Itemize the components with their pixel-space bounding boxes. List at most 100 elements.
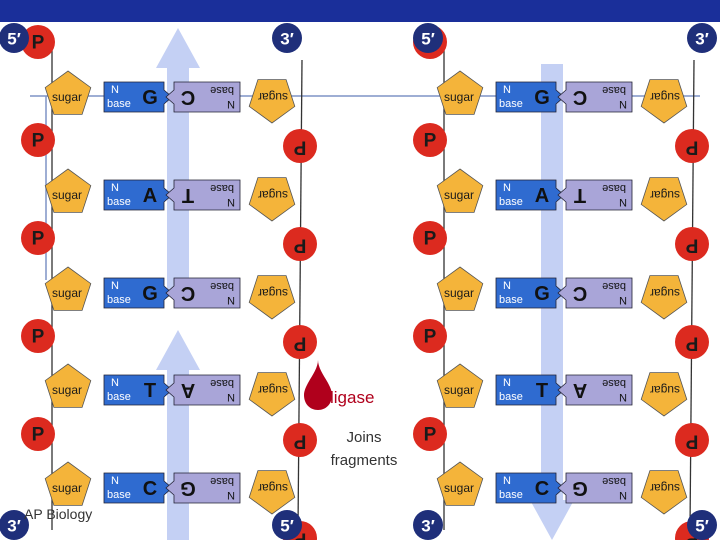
base-left bbox=[103, 179, 173, 211]
phosphate-label: P bbox=[32, 327, 45, 348]
base-word-label: base bbox=[210, 182, 234, 194]
footer-label: AP Biology bbox=[24, 506, 93, 522]
left-base-letter: A bbox=[535, 185, 549, 207]
ligase-label: ligase bbox=[330, 388, 375, 407]
base-word-label: base bbox=[107, 489, 131, 501]
base-n-label: N bbox=[111, 182, 119, 194]
end-badge-3-top-right-label: 3′ bbox=[695, 30, 709, 49]
phosphate-right bbox=[283, 423, 317, 457]
base-left bbox=[103, 472, 173, 504]
left-base-letter: C bbox=[535, 478, 549, 500]
sugar-label: sugar bbox=[444, 286, 474, 300]
phosphate-left bbox=[413, 221, 447, 255]
right-base-letter: T bbox=[182, 184, 194, 206]
left-base-letter: G bbox=[534, 87, 550, 109]
sugar-left bbox=[436, 266, 484, 311]
phosphate-right bbox=[675, 227, 709, 261]
sugar-left bbox=[44, 70, 92, 115]
sugar-label: sugar bbox=[258, 188, 288, 202]
base-word-label: base bbox=[499, 294, 523, 306]
sugar-label: sugar bbox=[258, 383, 288, 397]
sugar-left bbox=[44, 168, 92, 213]
base-n-label: N bbox=[503, 377, 511, 389]
sugar-right bbox=[640, 372, 688, 417]
base-n-label: N bbox=[227, 98, 235, 110]
right-base-letter: C bbox=[181, 282, 195, 304]
sugar-label: sugar bbox=[444, 188, 474, 202]
base-word-label: base bbox=[210, 84, 234, 96]
base-left bbox=[103, 277, 173, 309]
sugar-left bbox=[44, 266, 92, 311]
ligase-drop bbox=[304, 360, 332, 410]
phosphate-label: P bbox=[685, 431, 698, 452]
base-word-label: base bbox=[602, 84, 626, 96]
base-word-label: base bbox=[602, 280, 626, 292]
end-badge-5-top-left bbox=[0, 23, 29, 53]
base-n-label: N bbox=[619, 489, 627, 501]
base-left bbox=[495, 179, 565, 211]
left-base-letter: C bbox=[143, 478, 157, 500]
base-word-label: base bbox=[210, 377, 234, 389]
end-badge-3-bottom-left bbox=[0, 510, 29, 540]
left-base-letter: G bbox=[142, 87, 158, 109]
sugar-label: sugar bbox=[444, 383, 474, 397]
sugar-left bbox=[436, 461, 484, 506]
right-base-letter: A bbox=[181, 379, 195, 401]
phosphate-left bbox=[413, 417, 447, 451]
end-badge-3-bottom-right-label: 3′ bbox=[421, 517, 435, 536]
phosphate-left bbox=[21, 123, 55, 157]
sugar-right bbox=[640, 275, 688, 320]
ligase-caption: Joins fragments bbox=[318, 426, 410, 472]
base-left bbox=[103, 374, 173, 406]
base-right bbox=[165, 472, 241, 504]
base-word-label: base bbox=[602, 377, 626, 389]
end-badge-3-top-label: 3′ bbox=[280, 30, 294, 49]
base-left bbox=[495, 277, 565, 309]
base-word-label: base bbox=[210, 280, 234, 292]
phosphate-right bbox=[675, 325, 709, 359]
phosphate-label: P bbox=[424, 327, 437, 348]
sugar-label: sugar bbox=[444, 481, 474, 495]
left-base-letter: G bbox=[142, 283, 158, 305]
right-base-letter: G bbox=[180, 477, 196, 499]
end-badge-5-bottom-right-label: 5′ bbox=[695, 517, 709, 536]
sugar-label: sugar bbox=[650, 286, 680, 300]
base-right bbox=[557, 277, 633, 309]
base-right bbox=[165, 179, 241, 211]
base-right bbox=[557, 179, 633, 211]
base-n-label: N bbox=[619, 391, 627, 403]
leading-arrow-up bbox=[156, 28, 200, 292]
left-base-letter: T bbox=[144, 380, 156, 402]
base-left bbox=[495, 81, 565, 113]
phosphate-label: P bbox=[424, 131, 437, 152]
base-right bbox=[557, 374, 633, 406]
phosphate-left bbox=[413, 319, 447, 353]
end-badge-5-bottom-label: 5′ bbox=[280, 517, 294, 536]
base-n-label: N bbox=[503, 182, 511, 194]
base-word-label: base bbox=[499, 489, 523, 501]
base-n-label: N bbox=[111, 475, 119, 487]
base-left bbox=[495, 472, 565, 504]
sugar-left bbox=[436, 363, 484, 408]
end-badge-5-bottom-right bbox=[687, 510, 717, 540]
base-word-label: base bbox=[210, 475, 234, 487]
sugar-label: sugar bbox=[258, 286, 288, 300]
sugar-right bbox=[248, 470, 296, 515]
sugar-left bbox=[436, 70, 484, 115]
phosphate-label: P bbox=[424, 425, 437, 446]
end-badge-3-bottom-left-label: 3′ bbox=[7, 517, 21, 536]
right-base-letter: G bbox=[572, 477, 588, 499]
base-right bbox=[557, 472, 633, 504]
sugar-left bbox=[436, 168, 484, 213]
base-left bbox=[495, 374, 565, 406]
end-badge-5-top-right bbox=[413, 23, 443, 53]
header-bar bbox=[0, 0, 720, 22]
base-right bbox=[557, 81, 633, 113]
base-n-label: N bbox=[111, 377, 119, 389]
ligase-caption-line1: Joins bbox=[346, 429, 382, 446]
base-n-label: N bbox=[503, 280, 511, 292]
sugar-right bbox=[640, 177, 688, 222]
phosphate-right bbox=[283, 227, 317, 261]
phosphate-label: P bbox=[293, 431, 306, 452]
